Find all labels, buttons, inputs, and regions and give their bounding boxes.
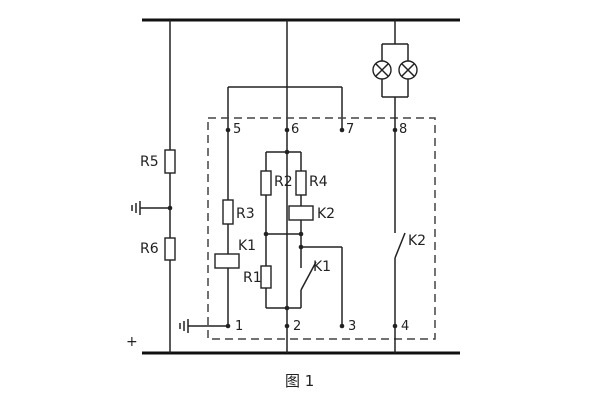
lamp-symbol-left <box>372 60 392 80</box>
label-r4: R4 <box>309 174 328 190</box>
relay-k2-coil <box>288 205 314 221</box>
resistor-r3 <box>222 199 234 225</box>
terminal-2-label: 2 <box>293 319 301 334</box>
relay-k1-contact <box>300 261 317 291</box>
relay-module-boundary <box>207 117 436 340</box>
label-r5: R5 <box>140 154 159 170</box>
terminal-6-label: 6 <box>291 122 299 137</box>
relay-k1-coil <box>214 253 240 269</box>
lamp-symbol-right <box>398 60 418 80</box>
resistor-r5 <box>164 149 176 174</box>
terminal-6 <box>284 127 290 133</box>
terminal-2 <box>284 323 290 329</box>
label-r1: R1 <box>243 270 262 286</box>
terminal-7 <box>339 127 345 133</box>
resistor-r6 <box>164 237 176 261</box>
branch-r3-k1-coil <box>214 130 240 326</box>
label-r2: R2 <box>274 174 293 190</box>
terminal-1-label: 1 <box>235 319 243 334</box>
module-terminals <box>225 127 398 329</box>
terminal-5-label: 5 <box>233 122 241 137</box>
label-k1-coil: K1 <box>238 238 256 254</box>
relay-k2-contact <box>394 232 406 259</box>
terminal-8-label: 8 <box>399 122 407 137</box>
center-network <box>260 149 343 326</box>
label-r3: R3 <box>236 206 255 222</box>
terminal-7-label: 7 <box>346 122 354 137</box>
divider-branch <box>131 20 176 353</box>
plus-sign: + <box>126 334 138 350</box>
label-k2-contact: K2 <box>408 233 426 249</box>
ground-symbol-left <box>131 201 141 215</box>
ground-symbol-terminal-1 <box>179 319 189 333</box>
label-r6: R6 <box>140 241 159 257</box>
terminal-4-label: 4 <box>401 319 409 334</box>
resistor-r4 <box>295 170 307 196</box>
lamp-branch <box>372 20 418 353</box>
label-k2-coil: K2 <box>317 206 335 222</box>
figure-caption: 图 1 <box>285 372 314 390</box>
terminal-3-label: 3 <box>348 319 356 334</box>
resistor-r1 <box>260 265 272 289</box>
label-k1-contact: K1 <box>313 259 331 275</box>
resistor-r2 <box>260 170 272 196</box>
